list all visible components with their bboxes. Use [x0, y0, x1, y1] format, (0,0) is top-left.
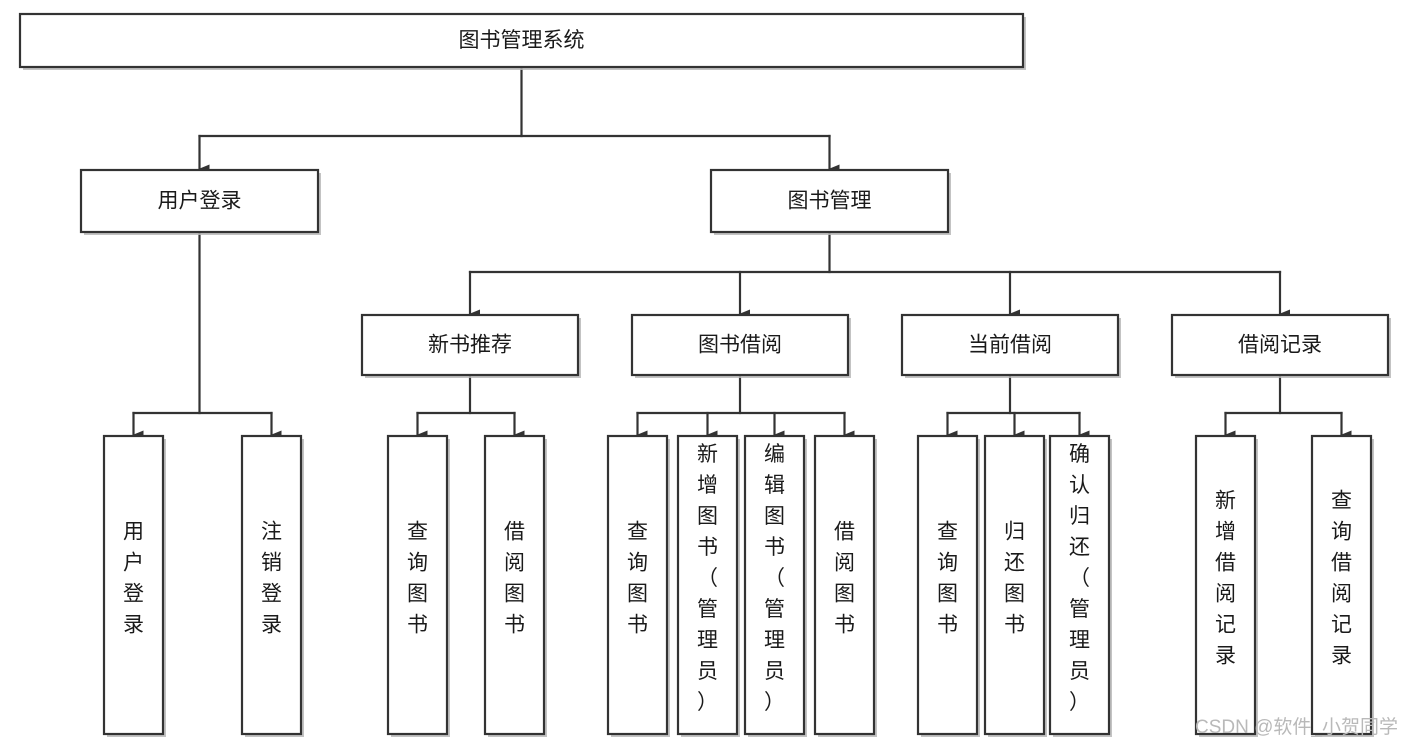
node-rect[interactable] [983, 434, 1046, 736]
node-rect[interactable] [1310, 434, 1373, 736]
node-leaf-5[interactable]: 查询图书 [606, 434, 670, 737]
node-rect[interactable] [676, 434, 739, 736]
node-rect[interactable] [386, 434, 449, 736]
csdn-watermark: CSDN @软件_小贺同学 [1195, 716, 1398, 738]
node-label: 借阅记录 [1238, 334, 1322, 357]
nodes-layer: 图书管理系统用户登录图书管理新书推荐图书借阅当前借阅借阅记录用户登录注销登录查询… [18, 12, 1391, 737]
node-label: 图书借阅 [698, 334, 782, 357]
node-rect[interactable] [102, 434, 165, 736]
node-rect[interactable] [813, 434, 876, 736]
node-leaf-12[interactable]: 新增借阅记录 [1194, 434, 1258, 737]
node-rect[interactable] [18, 12, 1025, 69]
node-rect[interactable] [709, 168, 950, 234]
edge-group-root [198, 65, 840, 174]
node-label: 图书管理 [788, 190, 872, 213]
node-l2-b[interactable]: 图书借阅 [630, 313, 851, 378]
node-leaf-9[interactable]: 查询图书 [916, 434, 980, 737]
node-rect[interactable] [916, 434, 979, 736]
node-leaf-8[interactable]: 借阅图书 [813, 434, 877, 737]
node-label: 图书管理系统 [459, 29, 585, 52]
node-rect[interactable] [360, 313, 580, 377]
node-rect[interactable] [79, 168, 320, 234]
node-rect[interactable] [606, 434, 669, 736]
edge-group-l1_b [468, 230, 1290, 319]
node-root[interactable]: 图书管理系统 [18, 12, 1026, 70]
node-label: 用户登录 [158, 190, 242, 213]
node-label: 借阅图书 [834, 521, 855, 637]
node-label: 当前借阅 [968, 334, 1052, 357]
node-rect[interactable] [240, 434, 303, 736]
node-label: 查询图书 [407, 521, 428, 637]
node-leaf-6[interactable]: 新增图书（管理员） [676, 434, 740, 737]
edge-group-l2_d [1224, 373, 1352, 440]
edges-layer [132, 65, 1352, 440]
node-label: 借阅图书 [504, 521, 525, 637]
node-leaf-7[interactable]: 编辑图书（管理员） [743, 434, 807, 737]
node-l2-d[interactable]: 借阅记录 [1170, 313, 1391, 378]
node-label: 新增借阅记录 [1215, 490, 1236, 668]
edge-group-l2_a [416, 373, 525, 440]
node-rect[interactable] [483, 434, 546, 736]
node-label: 归还图书 [1004, 521, 1025, 637]
node-label: 新增图书（管理员） [697, 443, 718, 714]
node-l2-c[interactable]: 当前借阅 [900, 313, 1121, 378]
edge-group-l1_a [132, 230, 282, 440]
node-l1-a[interactable]: 用户登录 [79, 168, 321, 235]
node-label: 编辑图书（管理员） [764, 443, 785, 714]
node-leaf-11[interactable]: 确认归还（管理员） [1048, 434, 1112, 737]
node-leaf-4[interactable]: 借阅图书 [483, 434, 547, 737]
edge-group-l2_c [946, 373, 1090, 440]
node-label: 注销登录 [261, 521, 282, 637]
node-leaf-10[interactable]: 归还图书 [983, 434, 1047, 737]
node-leaf-13[interactable]: 查询借阅记录 [1310, 434, 1374, 737]
node-rect[interactable] [1170, 313, 1390, 377]
node-label: 新书推荐 [428, 334, 512, 357]
node-rect[interactable] [743, 434, 806, 736]
node-leaf-2[interactable]: 注销登录 [240, 434, 304, 737]
node-leaf-3[interactable]: 查询图书 [386, 434, 450, 737]
node-rect[interactable] [1194, 434, 1257, 736]
node-label: 查询借阅记录 [1331, 490, 1352, 668]
node-rect[interactable] [1048, 434, 1111, 736]
node-label: 用户登录 [123, 521, 144, 637]
node-l2-a[interactable]: 新书推荐 [360, 313, 581, 378]
node-label: 查询图书 [627, 521, 648, 637]
node-leaf-1[interactable]: 用户登录 [102, 434, 166, 737]
node-label: 确认归还（管理员） [1069, 443, 1090, 714]
node-rect[interactable] [630, 313, 850, 377]
node-label: 查询图书 [937, 521, 958, 637]
node-rect[interactable] [900, 313, 1120, 377]
node-l1-b[interactable]: 图书管理 [709, 168, 951, 235]
edge-group-l2_b [636, 373, 855, 440]
